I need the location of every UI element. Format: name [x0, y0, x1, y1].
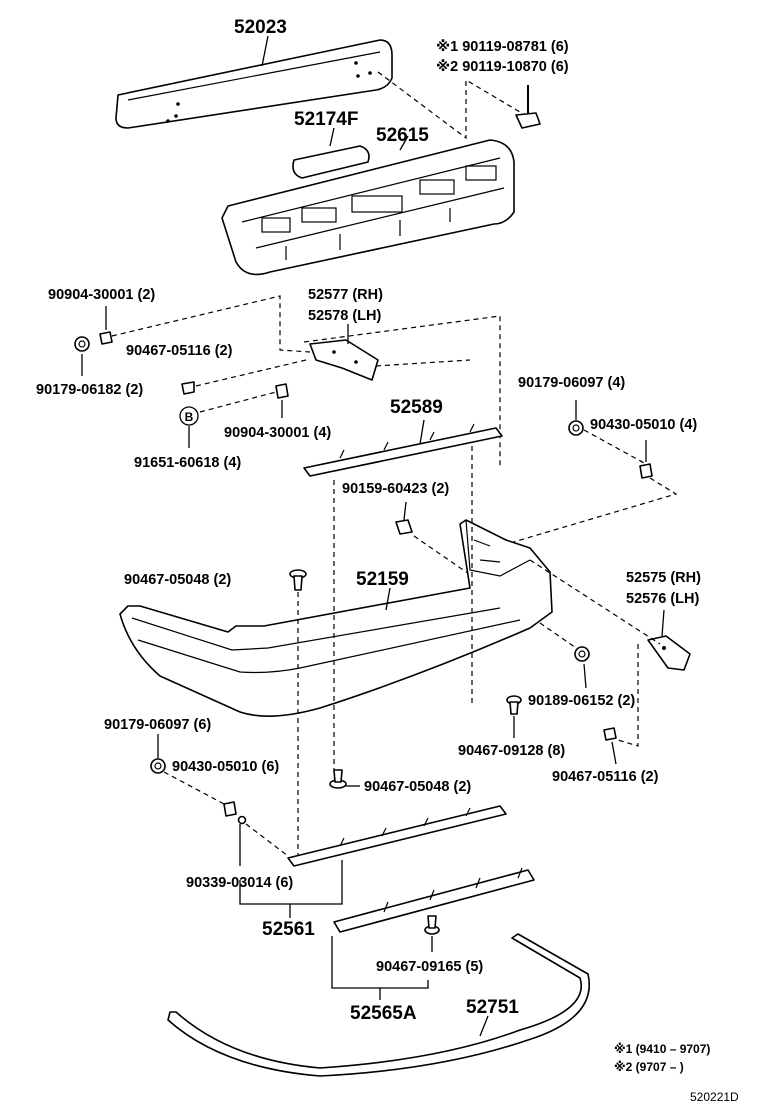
bracket-52575 [647, 635, 691, 671]
clip-90467-09165-icon [424, 915, 440, 935]
label-90179-06097-b: 90179-06097 (6) [104, 717, 211, 733]
label-90189: 90189-06152 (2) [528, 693, 635, 709]
label-91651: 91651-60618 (4) [134, 455, 241, 471]
label-52023: 52023 [234, 17, 287, 38]
clip-90467-05116-b-icon [603, 727, 617, 741]
label-90467-09128: 90467-09128 (8) [458, 743, 565, 759]
strip-52561 [287, 805, 507, 867]
label-52565a: 52565A [350, 1003, 417, 1024]
reinforcement-bar-52023 [115, 39, 393, 129]
nut-90179-06182-icon [74, 336, 90, 352]
label-52577: 52577 (RH) [308, 287, 383, 303]
label-90904-a: 90904-30001 (2) [48, 287, 155, 303]
label-90179-06097-a: 90179-06097 (4) [518, 375, 625, 391]
label-52589: 52589 [390, 397, 443, 418]
label-90159: 90159-60423 (2) [342, 481, 449, 497]
label-52615: 52615 [376, 125, 429, 146]
strip-52565a [333, 867, 535, 933]
clip-90467-05048-icon [289, 569, 307, 591]
label-note2-part: ※2 90119-10870 (6) [436, 59, 569, 75]
label-90430-05010-b: 90430-05010 (6) [172, 759, 279, 775]
footnote-2: ※2 (9707 – ) [614, 1060, 684, 1074]
energy-absorber-52615 [221, 139, 515, 276]
nut-90179-06097-icon [568, 420, 584, 436]
retainer-52577 [309, 339, 379, 381]
pad-52174f [292, 145, 370, 179]
clip-90430-b-icon [223, 801, 237, 817]
label-90467-05048-a: 90467-05048 (2) [124, 572, 231, 588]
clip-90467-05116-icon [181, 381, 195, 395]
strip-52589 [303, 423, 503, 477]
label-note1-part: ※1 90119-08781 (6) [436, 39, 569, 55]
label-52174f: 52174F [294, 109, 358, 130]
diagram-id: 520221D [690, 1090, 739, 1104]
label-52751: 52751 [466, 997, 519, 1018]
label-52578: 52578 (LH) [308, 308, 382, 324]
label-90179-06182: 90179-06182 (2) [36, 382, 143, 398]
footnote-1: ※1 (9410 – 9707) [614, 1042, 710, 1056]
nut-90179-06097-b-icon [150, 758, 166, 774]
label-90339: 90339-03014 (6) [186, 875, 293, 891]
label-52576: 52576 (LH) [626, 591, 700, 607]
screw-90159-icon [395, 519, 413, 535]
nut-90189-icon [574, 646, 590, 662]
moulding-52751 [167, 933, 590, 1077]
ref-b-icon: B [179, 406, 199, 426]
ref-b-label: B [185, 410, 194, 424]
label-90467-05116-a: 90467-05116 (2) [126, 343, 233, 359]
label-90904-b: 90904-30001 (4) [224, 425, 331, 441]
clip-90467-05048-b-icon [329, 769, 347, 789]
clip-90430-icon [639, 463, 653, 479]
clip-90904-b-icon [275, 383, 289, 399]
label-90430-05010-a: 90430-05010 (4) [590, 417, 697, 433]
label-90467-09165: 90467-09165 (5) [376, 959, 483, 975]
bumper-cover-52159 [119, 519, 553, 717]
pin-90339-icon [237, 815, 247, 825]
clip-90467-09128-icon [506, 695, 522, 715]
clip-90904-icon [99, 331, 113, 345]
label-52575: 52575 (RH) [626, 570, 701, 586]
bolt-90119-icon [515, 85, 541, 129]
label-52561: 52561 [262, 919, 315, 940]
label-90467-05048-b: 90467-05048 (2) [364, 779, 471, 795]
label-90467-05116-b: 90467-05116 (2) [552, 769, 659, 785]
label-52159: 52159 [356, 569, 409, 590]
